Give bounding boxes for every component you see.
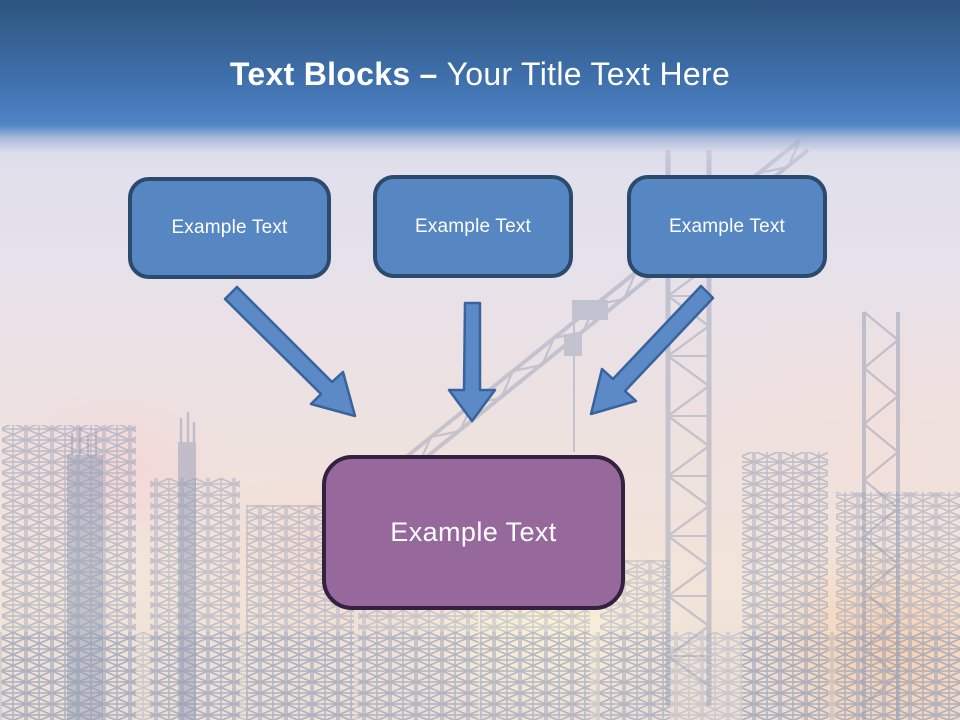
title-emphasis: Text Blocks [229, 56, 411, 92]
arrow-from-block-1 [223, 285, 357, 418]
title-dash: – [419, 56, 438, 92]
text-block-1: Example Text [128, 177, 331, 279]
scaffolding-silhouette [0, 412, 960, 720]
result-block-label: Example Text [390, 517, 557, 547]
text-block-3: Example Text [627, 175, 827, 278]
text-block-2: Example Text [373, 175, 573, 278]
title-band [0, 0, 960, 175]
arrow-from-block-2 [447, 301, 497, 423]
slide-title: Text Blocks–Your Title Text Here [0, 52, 960, 96]
result-block: Example Text [322, 455, 625, 610]
arrow-from-block-3 [589, 284, 715, 416]
title-remainder: Your Title Text Here [446, 56, 731, 92]
text-block-2-label: Example Text [414, 215, 532, 237]
text-block-3-label: Example Text [668, 215, 786, 237]
text-block-1-label: Example Text [171, 217, 288, 238]
